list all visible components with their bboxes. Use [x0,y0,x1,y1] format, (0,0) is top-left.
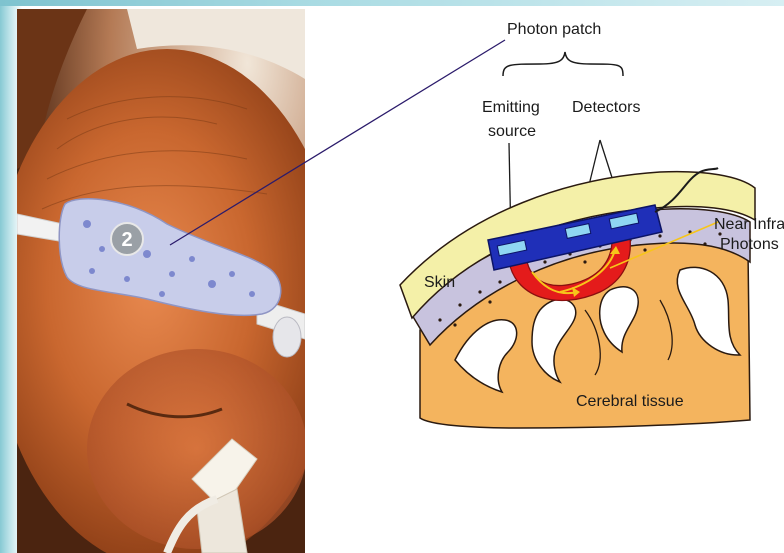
tissue-cross-section [400,168,755,428]
near-infrared-label-line2: Photons [720,236,779,253]
detectors-label: Detectors [572,99,640,116]
photon-patch-label: Photon patch [507,21,601,38]
emitting-source-label-line2: source [488,123,536,140]
photon-patch-leader-line [170,40,505,245]
skin-label: Skin [424,274,455,291]
near-infrared-label-line1: Near Infrare [714,216,784,233]
cerebral-tissue-label: Cerebral tissue [576,393,684,410]
photon-patch-brace [503,52,623,76]
emitting-source-label-line1: Emitting [482,99,540,116]
